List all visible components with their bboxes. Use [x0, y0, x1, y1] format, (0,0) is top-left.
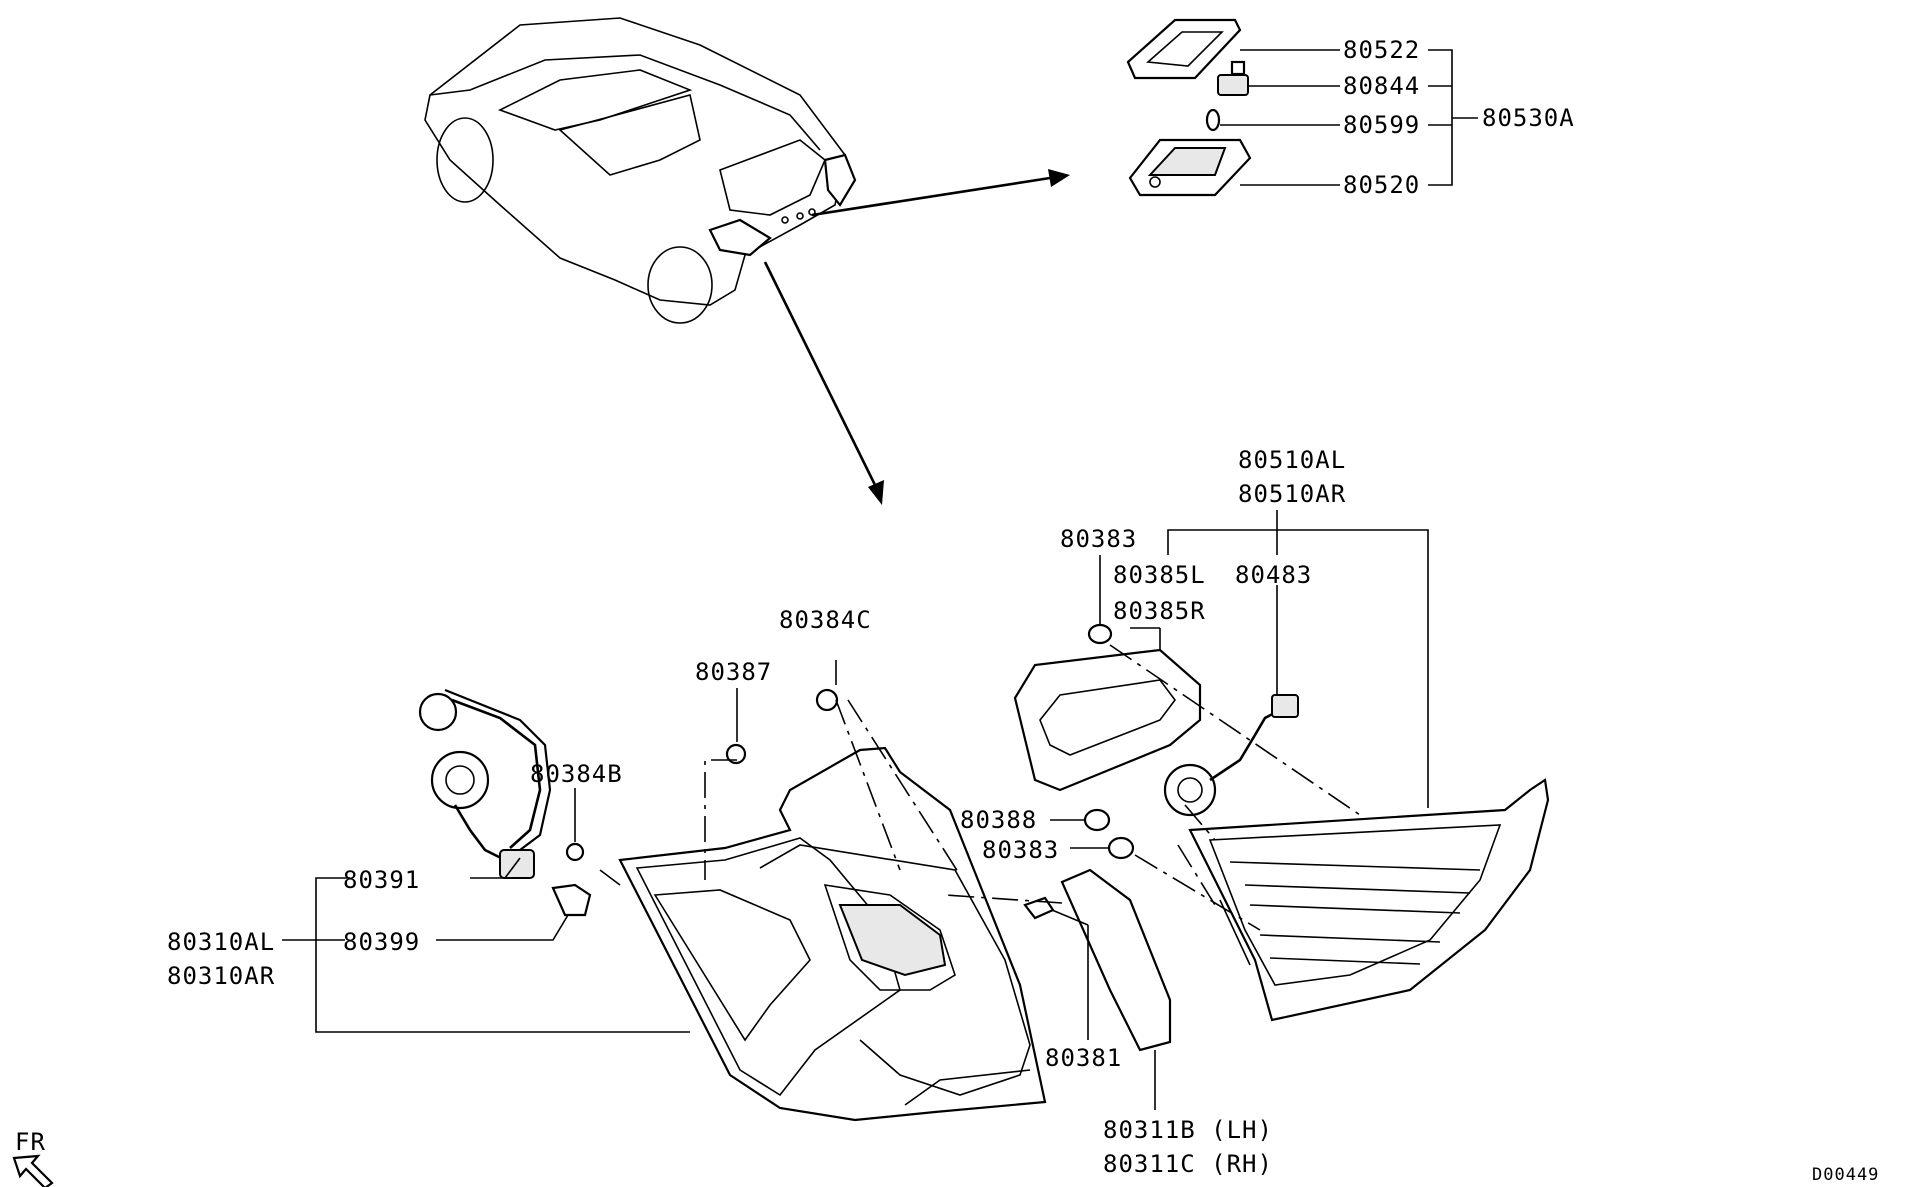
label-80510AL: 80510AL — [1238, 446, 1346, 474]
vehicle-overview-illustration — [424, 17, 857, 324]
license-lamp-parts — [1126, 18, 1252, 197]
label-80310AL: 80310AL — [167, 928, 275, 956]
label-80388: 80388 — [960, 806, 1037, 834]
orientation-label: FR — [15, 1128, 46, 1156]
label-80385R: 80385R — [1113, 597, 1206, 625]
label-80387: 80387 — [695, 658, 772, 686]
outer-tail-lamp-assembly — [618, 746, 1047, 1122]
label-80522: 80522 — [1343, 36, 1420, 64]
leader-lines — [282, 510, 1429, 1110]
label-80383-upper: 80383 — [1060, 525, 1137, 553]
label-80510AR: 80510AR — [1238, 480, 1346, 508]
pointer-arrows — [763, 169, 1070, 505]
dashed-relation-lines — [599, 644, 1361, 931]
trim-garnish — [1060, 868, 1172, 1052]
label-80384B: 80384B — [530, 760, 623, 788]
label-80391: 80391 — [343, 866, 420, 894]
label-80384C: 80384C — [779, 606, 872, 634]
label-80385L: 80385L — [1113, 561, 1206, 589]
label-80530A: 80530A — [1482, 104, 1575, 132]
license-lamp-leaders — [1220, 49, 1478, 186]
label-80311C-RH: 80311C (RH) — [1103, 1150, 1273, 1178]
label-80599: 80599 — [1343, 111, 1420, 139]
front-arrow-icon — [12, 1154, 54, 1187]
socket-harness-and-bulb — [418, 688, 1055, 920]
label-80310AR: 80310AR — [167, 962, 275, 990]
front-orientation-marker: FR — [12, 1128, 54, 1187]
part-number-labels: 80522 80844 80599 80520 80530A 80510AL 8… — [167, 36, 1575, 1178]
label-80483: 80483 — [1235, 561, 1312, 589]
label-80520: 80520 — [1343, 171, 1420, 199]
label-80399: 80399 — [343, 928, 420, 956]
label-80381: 80381 — [1045, 1044, 1122, 1072]
label-80844: 80844 — [1343, 72, 1420, 100]
label-80311B-LH: 80311B (LH) — [1103, 1116, 1273, 1144]
figure-code: D00449 — [1812, 1165, 1879, 1185]
label-80383-lower: 80383 — [982, 836, 1059, 864]
inner-tail-lamp-assembly — [1013, 623, 1550, 1022]
